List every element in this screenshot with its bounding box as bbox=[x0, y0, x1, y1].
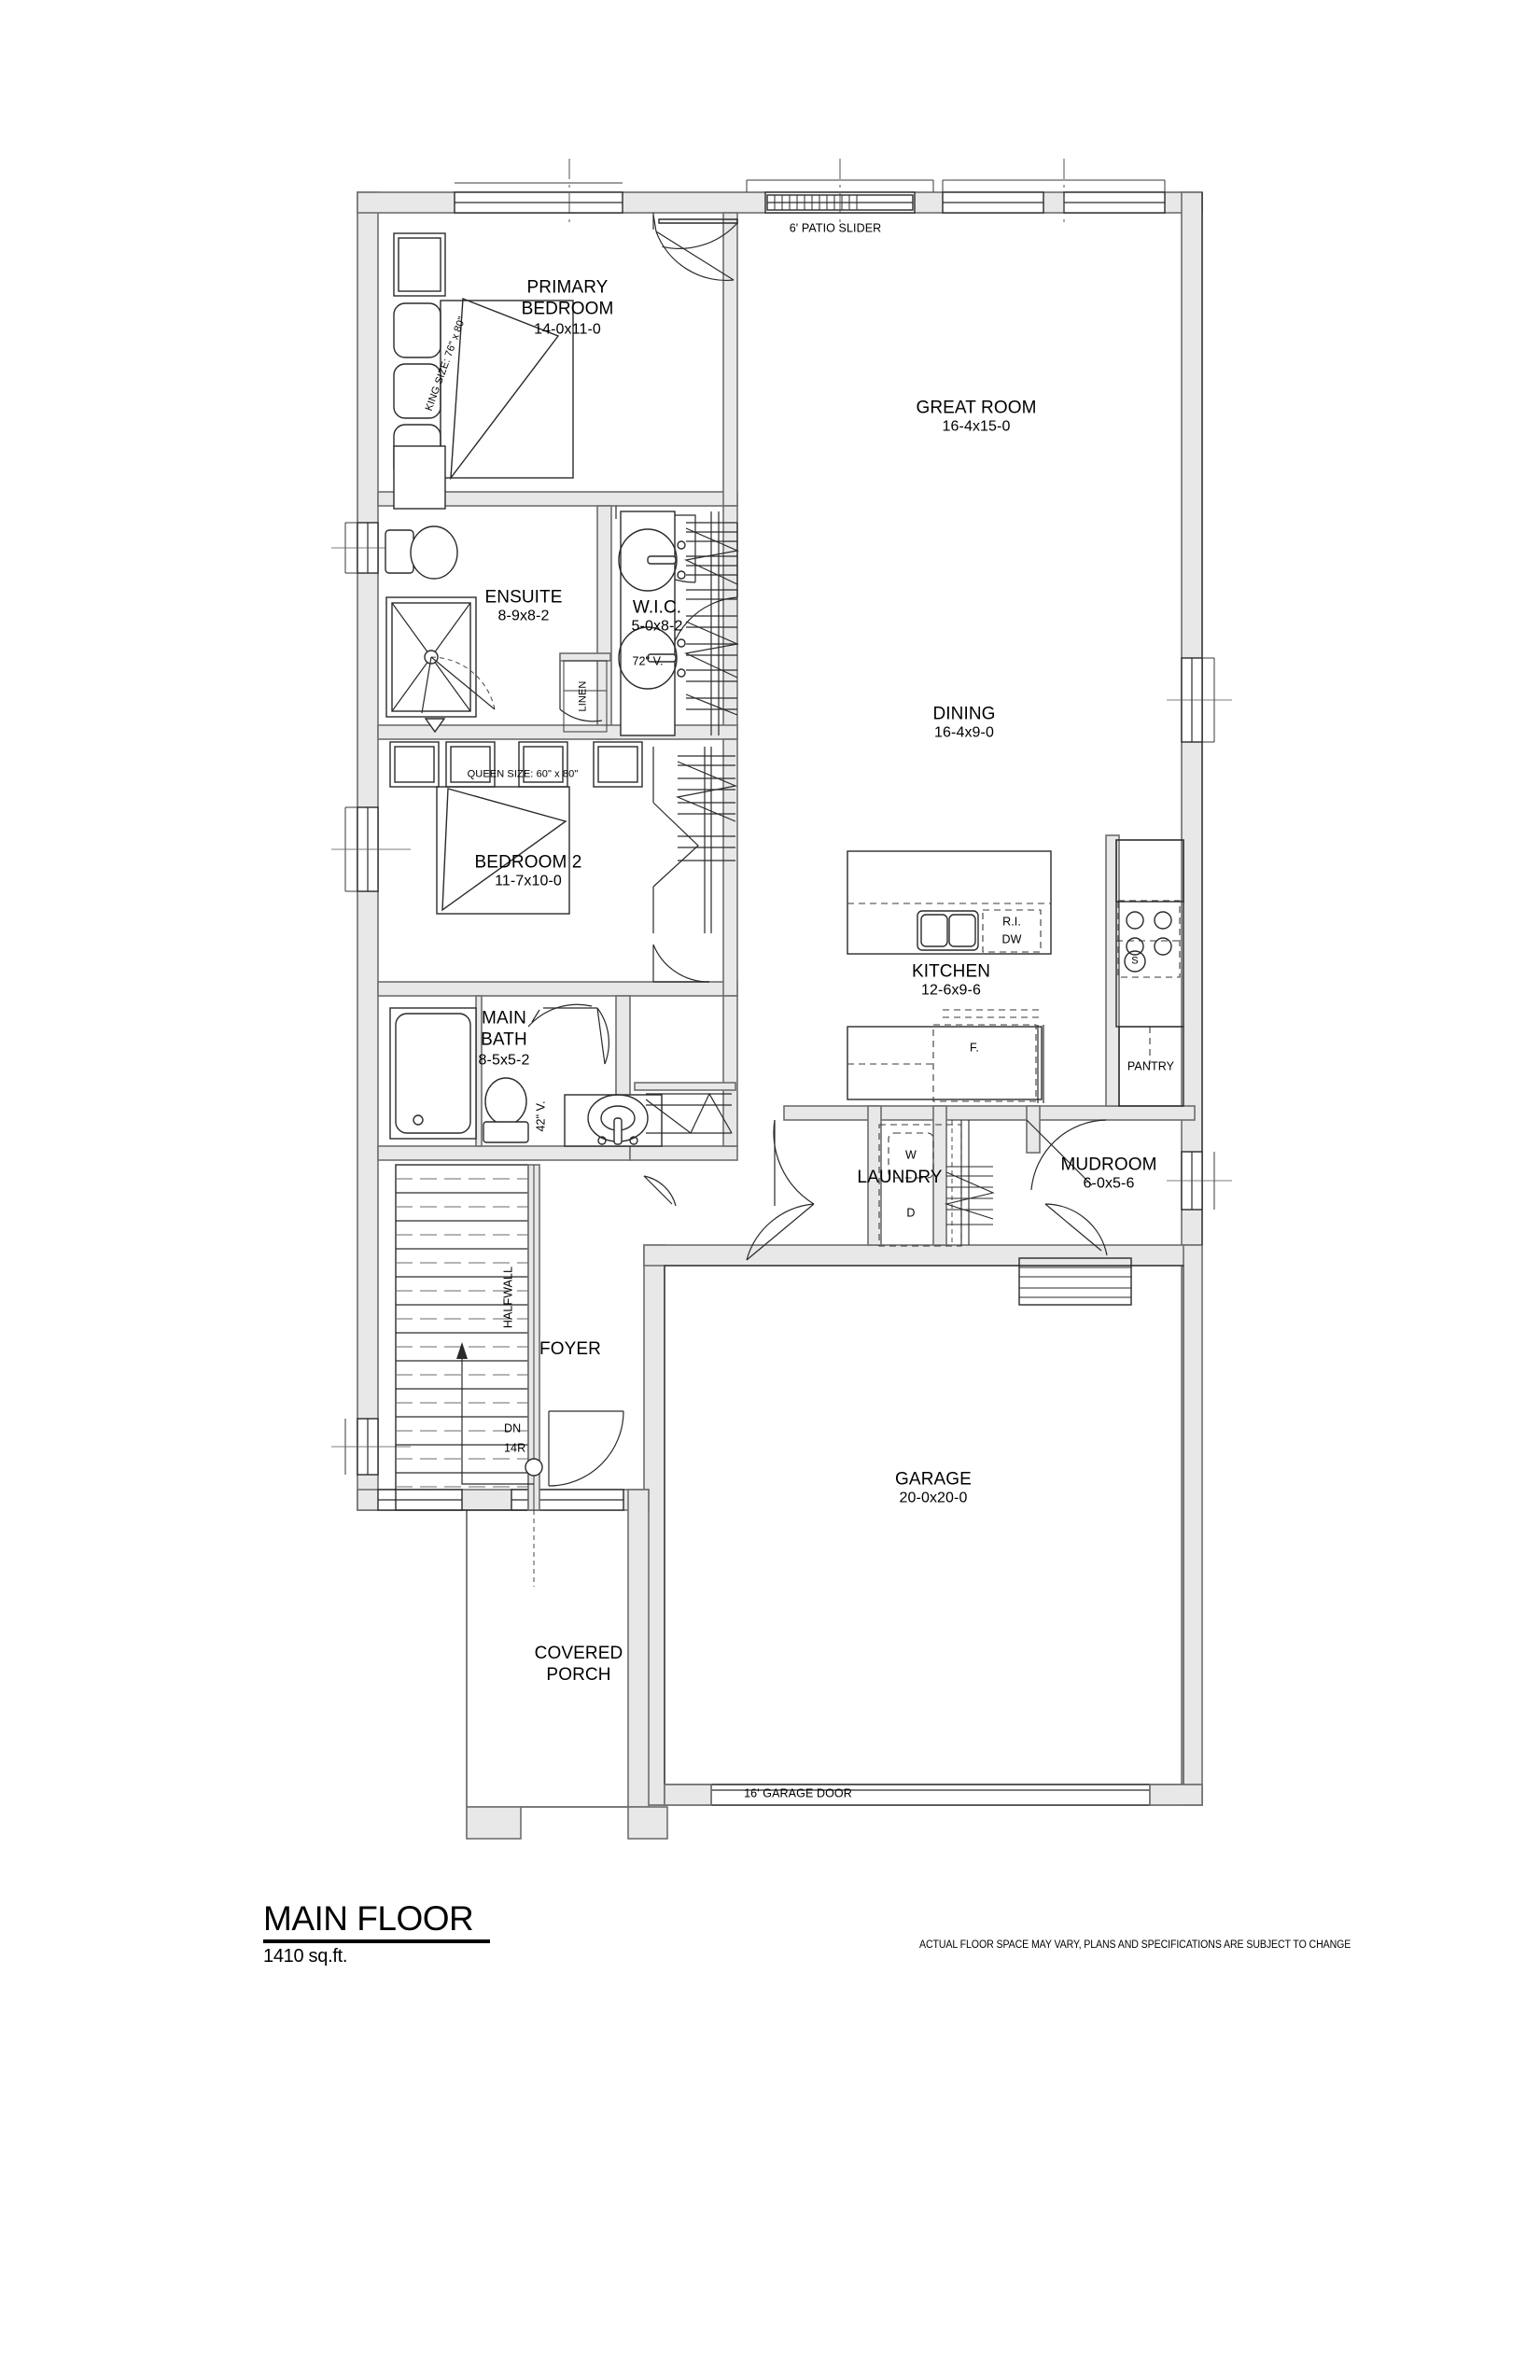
annotation-stair-risers: 14R bbox=[504, 1441, 526, 1455]
floor-area: 1410 sq.ft. bbox=[263, 1946, 348, 1967]
room-name-line: MUDROOM bbox=[1060, 1155, 1157, 1175]
room-name-line: GARAGE bbox=[895, 1469, 972, 1490]
annotation-fridge: F. bbox=[970, 1041, 979, 1055]
linen-closet bbox=[559, 652, 611, 733]
laundry-fixtures bbox=[878, 1124, 962, 1247]
room-label-foyer: FOYER bbox=[539, 1339, 601, 1360]
window-bedroom2 bbox=[331, 806, 411, 892]
window-foyer bbox=[331, 1418, 411, 1476]
bed2-closet-shelving bbox=[675, 747, 738, 933]
window-dining bbox=[1167, 657, 1232, 743]
interior-walls bbox=[377, 192, 1203, 1246]
annotation-queen-bed-size: QUEEN SIZE: 60" x 80" bbox=[467, 768, 579, 780]
room-label-main-bath: MAIN BATH 8-5x5-2 bbox=[479, 1009, 530, 1070]
annotation-stove: S bbox=[1131, 955, 1139, 967]
annotation-bath-vanity: 42" V. bbox=[534, 1100, 548, 1132]
closet-bifold-bed2 bbox=[652, 747, 699, 933]
kitchen bbox=[847, 839, 1184, 1107]
room-label-covered-porch: COVERED PORCH bbox=[535, 1644, 623, 1687]
room-label-dining: DINING 16-4x9-0 bbox=[932, 704, 995, 742]
mudroom-bench bbox=[1018, 1257, 1132, 1306]
bed2-furniture bbox=[389, 741, 643, 915]
room-dimension: 16-4x9-0 bbox=[934, 724, 994, 741]
annotation-halfwall: HALFWALL bbox=[501, 1266, 515, 1329]
primary-bed bbox=[393, 232, 574, 510]
windows bbox=[331, 179, 1232, 1511]
annotation-dryer: D bbox=[906, 1206, 916, 1220]
annotation-linen-closet: LINEN bbox=[577, 680, 589, 712]
room-name-line: BEDROOM bbox=[521, 299, 614, 319]
room-dimension: 14-0x11-0 bbox=[534, 321, 601, 338]
room-name-line: MAIN bbox=[482, 1008, 526, 1029]
room-name-line: FOYER bbox=[539, 1338, 601, 1359]
annotation-patio-slider: 6' PATIO SLIDER bbox=[789, 221, 882, 235]
hall-shelf-vertical bbox=[944, 1120, 995, 1245]
disclaimer-text: ACTUAL FLOOR SPACE MAY VARY, PLANS AND S… bbox=[919, 1939, 1351, 1951]
room-name-line: LAUNDRY bbox=[857, 1167, 943, 1187]
annotation-stair-dn: DN bbox=[504, 1421, 522, 1435]
annotation-dishwasher-dw: DW bbox=[1001, 932, 1022, 946]
room-dimension: 8-9x8-2 bbox=[497, 608, 550, 624]
room-name-line: COVERED bbox=[534, 1644, 623, 1664]
room-name-line: BEDROOM 2 bbox=[474, 852, 582, 873]
ensuite-fixtures bbox=[385, 511, 686, 736]
wic-shelving bbox=[684, 511, 740, 735]
centerlines bbox=[568, 159, 1065, 224]
annotation-pantry: PANTRY bbox=[1127, 1059, 1175, 1073]
room-label-wic: W.I.C. 5-0x8-2 bbox=[632, 597, 683, 636]
annotation-ensuite-vanity: 72" V. bbox=[632, 654, 664, 668]
room-label-ensuite: ENSUITE 8-9x8-2 bbox=[484, 587, 562, 625]
room-name-line: PRIMARY bbox=[526, 277, 609, 298]
room-dimension: 12-6x9-6 bbox=[921, 982, 981, 999]
room-label-garage: GARAGE 20-0x20-0 bbox=[895, 1469, 972, 1507]
room-name-line: ENSUITE bbox=[484, 587, 563, 608]
annotation-garage-door: 16' GARAGE DOOR bbox=[744, 1786, 852, 1800]
title-block: MAIN FLOOR 1410 sq.ft. bbox=[263, 1899, 490, 1967]
room-dimension: 16-4x15-0 bbox=[942, 418, 1011, 435]
room-dimension: 5-0x8-2 bbox=[631, 618, 683, 635]
main-bath-fixtures bbox=[389, 1007, 663, 1147]
annotation-dishwasher-ri: R.I. bbox=[1002, 915, 1021, 929]
porch-piers bbox=[466, 1806, 668, 1840]
room-dimension: 20-0x20-0 bbox=[899, 1490, 968, 1506]
title-underline bbox=[263, 1939, 490, 1943]
staircase bbox=[395, 1164, 543, 1587]
room-dimension: 8-5x5-2 bbox=[478, 1052, 530, 1069]
garage bbox=[664, 1265, 1203, 1806]
room-label-laundry: LAUNDRY bbox=[857, 1168, 942, 1188]
hall-closet-shelving bbox=[634, 1082, 736, 1134]
room-name-line: DINING bbox=[932, 704, 996, 724]
room-label-primary-bedroom: PRIMARY BEDROOM 14-0x11-0 bbox=[522, 278, 614, 339]
window-mudroom bbox=[1167, 1151, 1232, 1211]
room-label-kitchen: KITCHEN 12-6x9-6 bbox=[912, 961, 990, 1000]
room-dimension: 11-7x10-0 bbox=[495, 873, 562, 889]
window-ensuite bbox=[331, 522, 411, 574]
annotation-washer: W bbox=[905, 1148, 917, 1162]
room-name-line: GREAT ROOM bbox=[916, 398, 1037, 418]
room-name-line: KITCHEN bbox=[911, 961, 991, 982]
room-label-bedroom-2: BEDROOM 2 11-7x10-0 bbox=[475, 852, 582, 890]
page-title: MAIN FLOOR bbox=[263, 1899, 474, 1938]
room-label-great-room: GREAT ROOM 16-4x15-0 bbox=[916, 398, 1036, 436]
room-label-mudroom: MUDROOM 6-0x5-6 bbox=[1060, 1155, 1156, 1193]
room-dimension: 6-0x5-6 bbox=[1083, 1175, 1135, 1192]
room-name-line: PORCH bbox=[546, 1665, 611, 1685]
room-name-line: W.I.C. bbox=[632, 597, 682, 618]
room-name-line: BATH bbox=[481, 1029, 527, 1050]
